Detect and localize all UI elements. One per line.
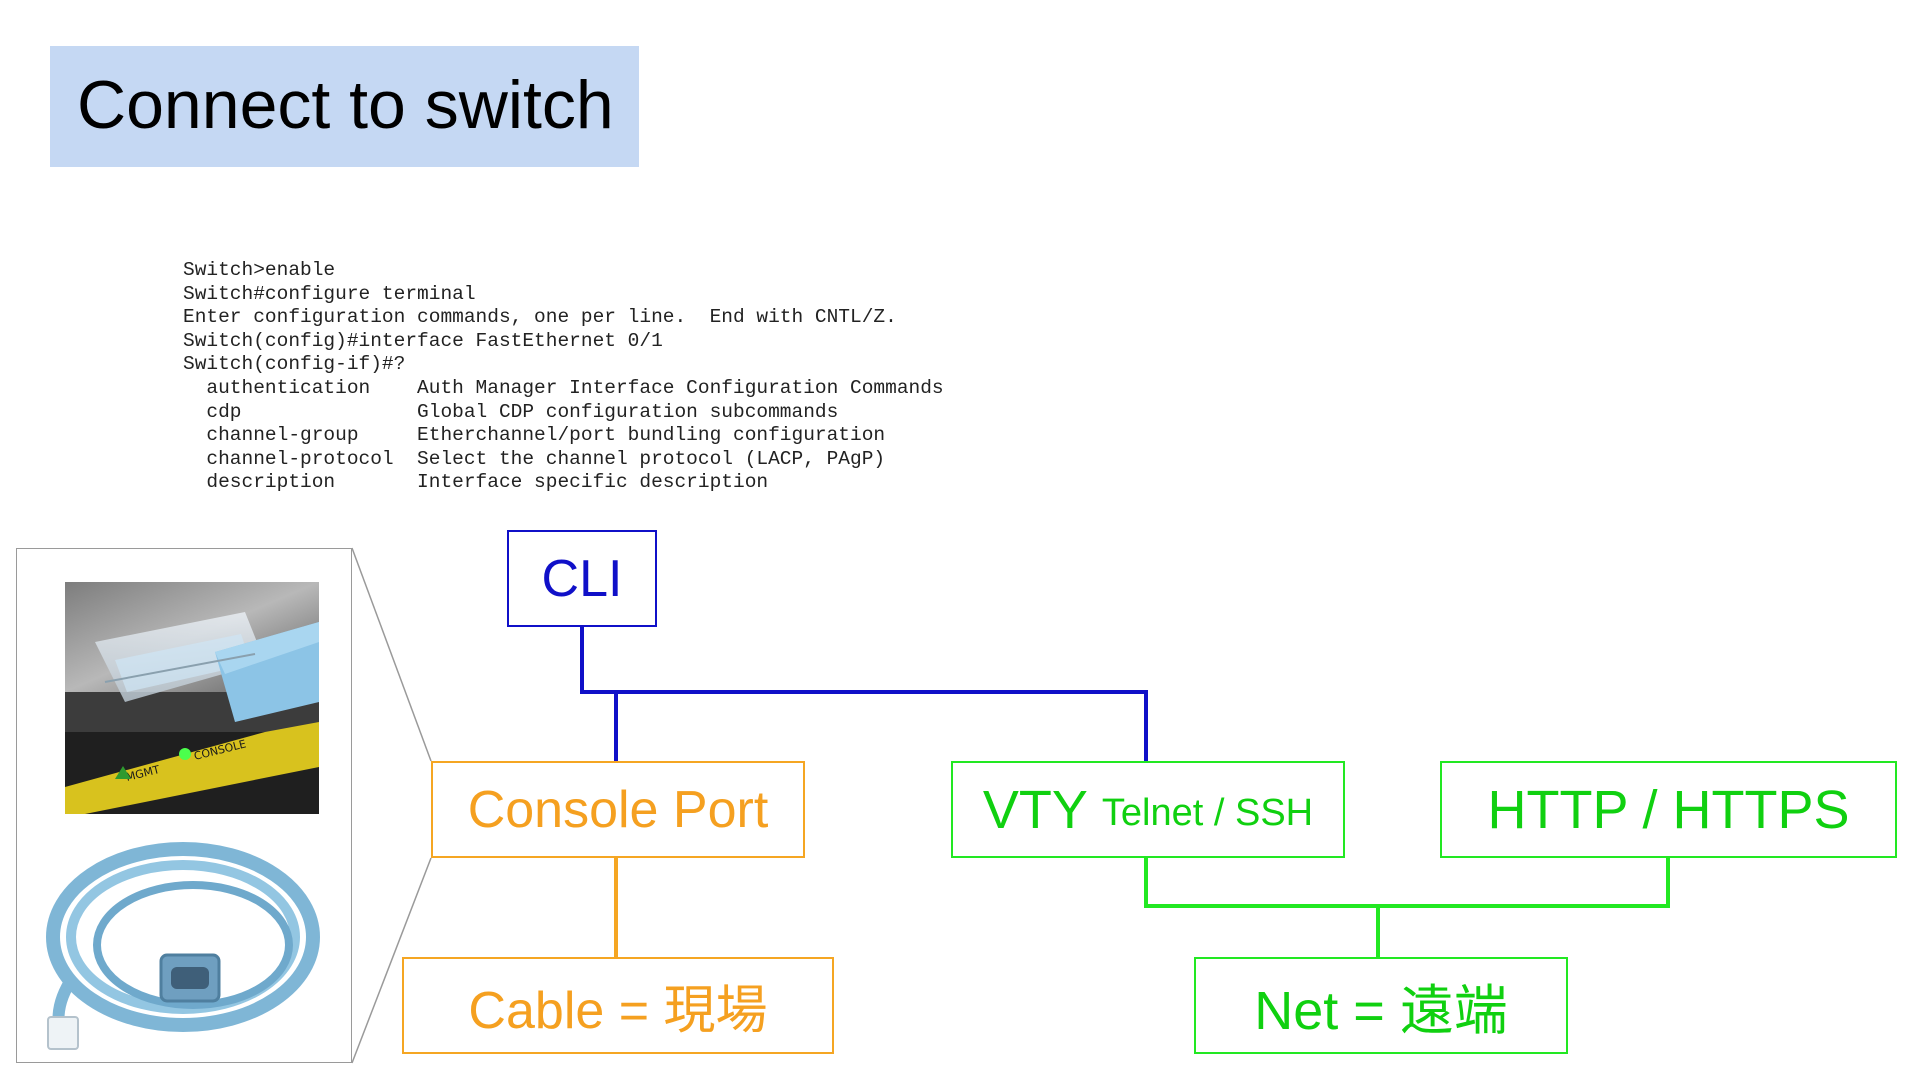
cli-label: CLI xyxy=(541,549,623,608)
terminal-line: Switch(config)#interface FastEthernet 0/… xyxy=(183,329,663,352)
cli-to-vty-line xyxy=(582,690,1148,761)
title-banner: Connect to switch xyxy=(50,46,639,167)
console-cable-photo xyxy=(46,842,320,1050)
terminal-line: cdp Global CDP configuration subcommands xyxy=(183,400,839,423)
vty-protocols-label: Telnet / SSH xyxy=(1101,792,1314,834)
http-node: HTTP / HTTPS xyxy=(1440,761,1897,858)
page-title: Connect to switch xyxy=(77,67,614,143)
cable-label: Cable = 現場 xyxy=(468,982,768,1040)
http-to-net-line xyxy=(1378,858,1670,908)
callout-line-bottom xyxy=(351,857,432,1064)
console-port-node: Console Port xyxy=(431,761,805,858)
mgmt-arrow-icon xyxy=(115,766,131,779)
vty-node: VTY Telnet / SSH xyxy=(951,761,1345,858)
terminal-line: channel-group Etherchannel/port bundling… xyxy=(183,424,886,447)
terminal-line: channel-protocol Select the channel prot… xyxy=(183,447,886,470)
net-node: Net = 遠端 xyxy=(1194,957,1568,1054)
callout-line-top xyxy=(351,547,432,762)
console-port-label: Console Port xyxy=(467,780,769,839)
console-cable-photo-panel: MGMT CONSOLE xyxy=(16,548,352,1063)
rj45-plug-icon xyxy=(47,1016,79,1050)
cli-node: CLI xyxy=(507,530,657,627)
terminal-line: Switch#configure terminal xyxy=(183,282,476,305)
console-port-photo: MGMT CONSOLE xyxy=(65,582,319,814)
vty-to-net-line xyxy=(1144,858,1378,908)
terminal-line: authentication Auth Manager Interface Co… xyxy=(183,376,944,399)
terminal-line: Switch>enable xyxy=(183,259,336,281)
cable-node: Cable = 現場 xyxy=(402,957,834,1054)
terminal-line: Switch(config-if)#? xyxy=(183,353,406,376)
console-led-icon xyxy=(179,748,191,760)
terminal-line: description Interface specific descripti… xyxy=(183,471,769,494)
net-label: Net = 遠端 xyxy=(1254,981,1508,1041)
vty-label: VTY xyxy=(982,779,1088,840)
http-label: HTTP / HTTPS xyxy=(1487,779,1850,840)
terminal-line: Enter configuration commands, one per li… xyxy=(183,306,897,329)
